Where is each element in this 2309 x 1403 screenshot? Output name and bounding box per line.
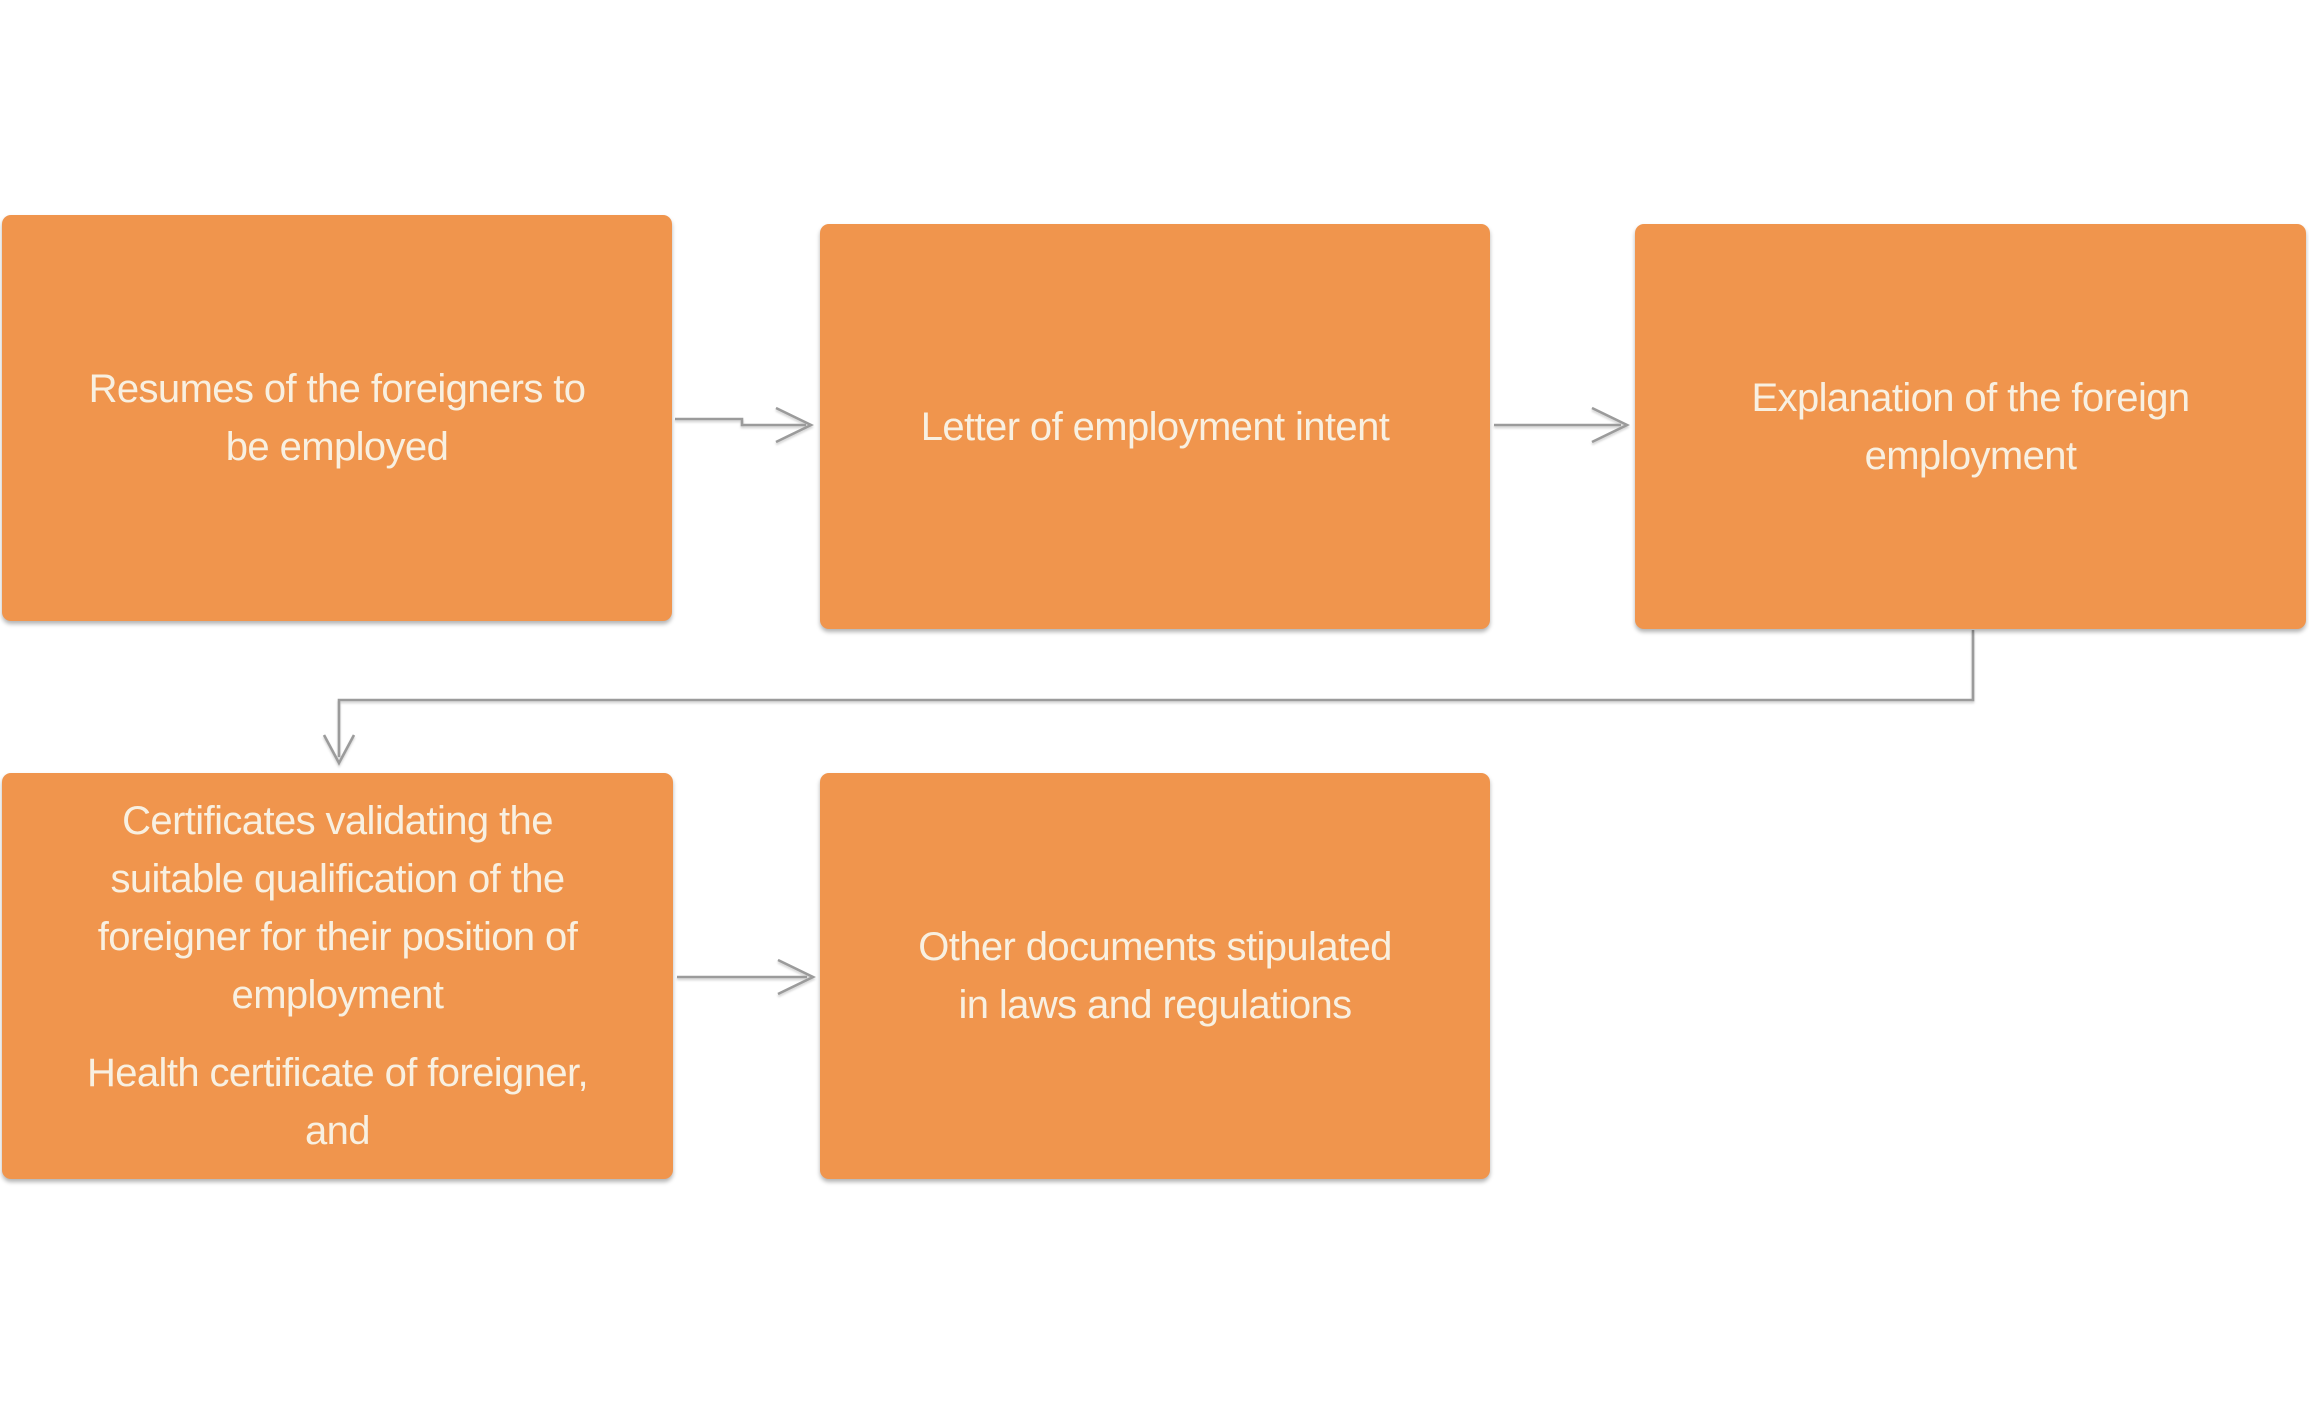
connector-line (675, 417, 806, 427)
connector-arrowhead-icon (322, 734, 356, 766)
connector-arrowhead-icon (777, 958, 816, 996)
connector-arrowhead-icon (1591, 406, 1630, 444)
connector-arrowhead-icon (775, 406, 814, 444)
node-other[interactable]: Other documents stipulated in laws and r… (820, 773, 1490, 1179)
node-text-line: Explanation of the foreign (1751, 375, 2190, 420)
node-certificates[interactable]: Certificates validating the suitable qua… (2, 773, 673, 1179)
node-text-line: foreigner for their position of (97, 915, 578, 959)
node-paragraph: Certificates validating the suitable qua… (97, 792, 578, 1024)
node-text-line: suitable qualification of the (110, 857, 565, 901)
connector-explanation-to-certificates (322, 630, 1975, 766)
node-text-line: in laws and regulations (958, 983, 1352, 1027)
node-text-line: Health certificate of foreigner, (86, 1051, 589, 1095)
node-text-line: employment (1864, 433, 2077, 478)
node-text-line: Certificates validating the (122, 799, 553, 843)
connector-letter-to-explanation (1494, 406, 1630, 444)
node-text-line: Other documents stipulated (918, 925, 1392, 969)
node-paragraph: Health certificate of foreigner, and (86, 1044, 589, 1160)
node-explanation[interactable]: Explanation of the foreign employment (1635, 224, 2306, 629)
node-text-line: employment (231, 973, 444, 1017)
connector-resumes-to-letter (675, 406, 814, 444)
node-letter[interactable]: Letter of employment intent (820, 224, 1490, 629)
connector-certificates-to-other (677, 958, 816, 996)
node-text-line: Letter of employment intent (920, 404, 1390, 449)
connector-line (337, 630, 1975, 757)
node-text-line: be employed (225, 425, 449, 469)
node-text-line: and (305, 1109, 371, 1153)
node-text-line: Resumes of the foreigners to (88, 367, 586, 411)
node-resumes[interactable]: Resumes of the foreigners to be employed (2, 215, 672, 621)
